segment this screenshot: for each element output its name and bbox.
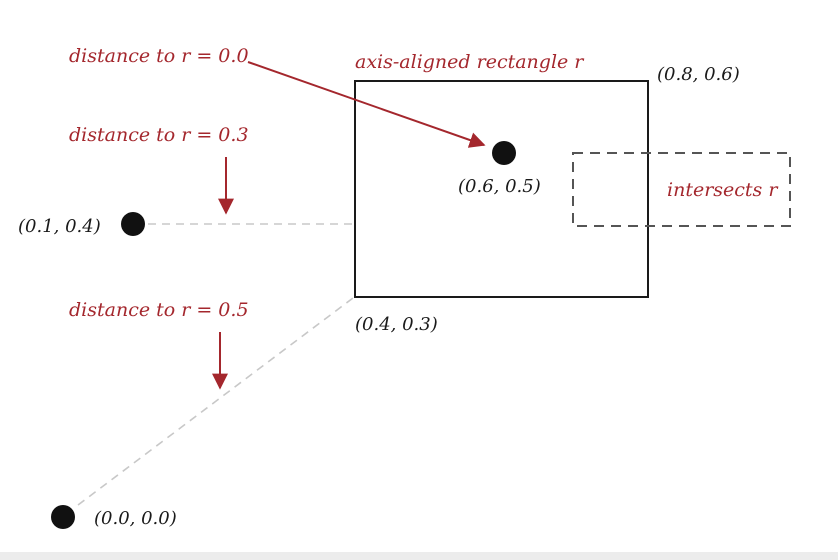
axis-aligned-rectangle bbox=[354, 80, 649, 298]
point-inside bbox=[492, 141, 516, 165]
bottom-edge-strip bbox=[0, 552, 838, 560]
point-origin bbox=[51, 505, 75, 529]
point-left bbox=[121, 212, 145, 236]
label-rect-title: axis-aligned rectangle r bbox=[355, 51, 585, 73]
distance-line-origin-point bbox=[77, 297, 354, 506]
label-distance-three: distance to r = 0.3 bbox=[69, 124, 249, 146]
label-distance-five: distance to r = 0.5 bbox=[69, 299, 249, 321]
label-distance-zero: distance to r = 0.0 bbox=[69, 45, 249, 67]
coord-top-right: (0.8, 0.6) bbox=[657, 64, 740, 85]
coord-left-point: (0.1, 0.4) bbox=[18, 216, 101, 237]
intersecting-dashed-rectangle bbox=[572, 152, 791, 227]
coord-origin-point: (0.0, 0.0) bbox=[94, 508, 177, 529]
coord-inside-point: (0.6, 0.5) bbox=[458, 176, 541, 197]
coord-bottom-left: (0.4, 0.3) bbox=[355, 314, 438, 335]
arrow-distance-zero bbox=[247, 61, 486, 148]
label-intersects: intersects r bbox=[667, 179, 779, 201]
